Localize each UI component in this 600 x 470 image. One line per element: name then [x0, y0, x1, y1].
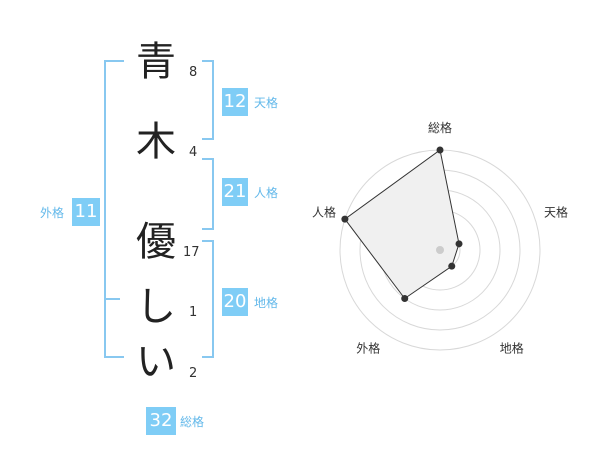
radar-axis-label-5: 人格	[312, 204, 336, 219]
radar-point-5	[341, 215, 349, 223]
radar-point-4	[401, 295, 409, 303]
radar-axis-label-2: 天格	[544, 204, 568, 219]
jinkaku-bracket	[202, 158, 214, 230]
chikaku-value: 20	[222, 288, 248, 316]
radar-point-1	[436, 146, 444, 154]
radar-axis-label-3: 地格	[500, 341, 524, 356]
soukaku-value: 32	[146, 407, 176, 435]
jinkaku-label: 人格	[254, 186, 279, 200]
name-char-2: 木	[136, 119, 176, 165]
radar-data-polygon	[344, 149, 460, 300]
radar-center-point	[436, 246, 444, 254]
radar-point-3	[448, 262, 456, 270]
gaikaku-divider	[104, 298, 120, 300]
stroke-count-4: 1	[189, 305, 198, 320]
soukaku-label: 総格	[180, 415, 205, 429]
name-char-3: 優	[136, 219, 176, 265]
chikaku-label: 地格	[254, 296, 279, 310]
radar-data-points	[341, 146, 463, 303]
name-char-4: し	[136, 284, 176, 330]
tenkaku-bracket	[202, 60, 214, 140]
radar-axis-label-4: 外格	[356, 341, 380, 356]
radar-point-2	[455, 240, 463, 248]
stroke-count-2: 4	[189, 145, 198, 160]
stroke-count-1: 8	[189, 65, 198, 80]
tenkaku-value: 12	[222, 88, 248, 116]
name-char-5: い	[136, 339, 176, 385]
jinkaku-value: 21	[222, 178, 248, 206]
radar-axis-label-1: 総格	[428, 120, 452, 135]
chikaku-bracket	[202, 240, 214, 358]
stroke-count-3: 17	[183, 245, 200, 260]
name-char-1: 青	[136, 39, 176, 85]
gaikaku-label: 外格	[40, 206, 65, 220]
gaikaku-value: 11	[72, 198, 100, 226]
tenkaku-label: 天格	[254, 96, 279, 110]
gaikaku-bracket	[104, 60, 124, 358]
stroke-count-5: 2	[189, 366, 198, 381]
